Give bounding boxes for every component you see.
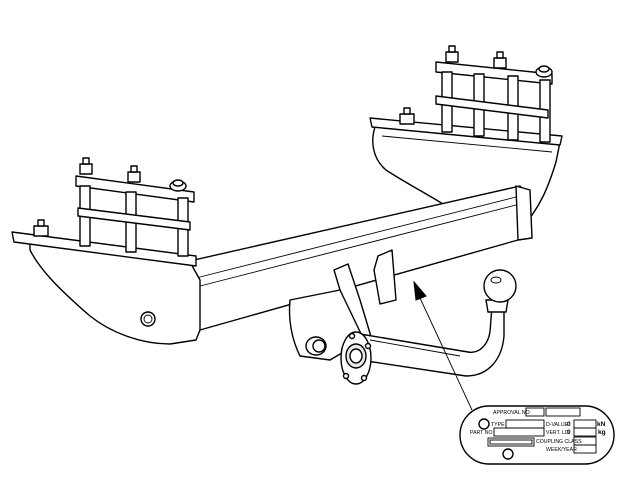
- vert-ld-label: VERT. LD.: [546, 430, 570, 436]
- d-value-label: D-VALUE: [546, 422, 569, 428]
- type-label: TYPE: [491, 422, 505, 428]
- bolt-icon: [127, 165, 141, 183]
- bolt-icon: [79, 157, 93, 175]
- coupling-class-label: COUPLING CLASS: [536, 439, 582, 445]
- bolt-icon: [169, 179, 187, 192]
- d-value-unit: kN: [597, 421, 606, 428]
- bolt-icon: [399, 107, 415, 125]
- identification-plate: APPROVAL NO TYPE D-VALUE 0 kN PART NO VE…: [459, 405, 615, 465]
- bolt-icon: [305, 336, 327, 356]
- bolt-icon: [33, 219, 49, 237]
- arrow-icon: [413, 280, 473, 411]
- tow-ball-icon: [483, 269, 517, 303]
- approval-no-label: APPROVAL NO: [493, 410, 530, 416]
- week-year-label: WEEK/YEAR: [546, 447, 577, 453]
- vert-ld-number: 0: [567, 429, 571, 436]
- vert-ld-unit: kg: [598, 429, 606, 436]
- bolt-icon: [535, 65, 553, 78]
- logo-icon: [478, 418, 514, 460]
- bolt-icon: [445, 45, 459, 63]
- left-mounting-bracket: [11, 157, 201, 345]
- coupling-flange: [340, 331, 372, 385]
- bolt-icon: [493, 51, 507, 69]
- tow-arm-assembly: [288, 249, 517, 385]
- d-value-number: 0: [567, 421, 571, 428]
- part-no-label: PART NO: [470, 430, 492, 436]
